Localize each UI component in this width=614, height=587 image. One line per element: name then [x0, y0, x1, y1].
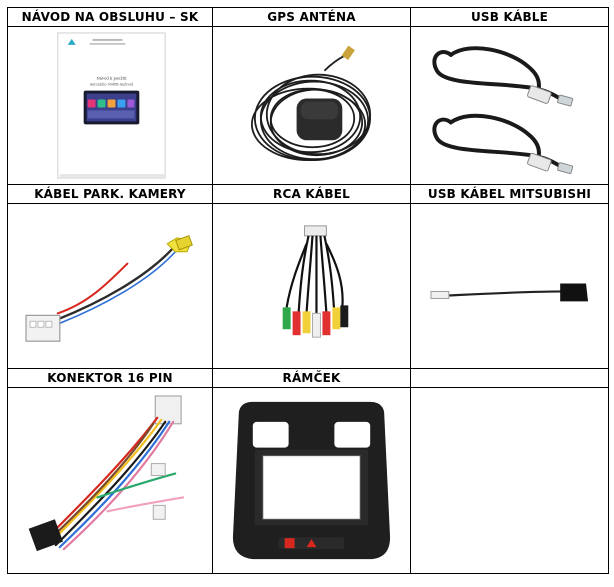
usb-cable-icon: [432, 46, 574, 175]
usb-cell: [411, 27, 609, 185]
header-usb-mitsubishi: USB KÁBEL MITSUBISHI: [411, 185, 609, 204]
camera-cable-icon: [25, 235, 193, 342]
header-gps: GPS ANTÉNA: [213, 8, 411, 27]
empty-cell: [411, 388, 609, 574]
frame-cell: [213, 388, 411, 574]
manual-subtitle: Autorádio 9048B Android: [89, 83, 134, 87]
header-manual: NÁVOD NA OBSLUHU – SK: [8, 8, 213, 27]
header-usb: USB KÁBLE: [411, 8, 609, 27]
header-empty: [411, 369, 609, 388]
usb-mitsubishi-cell: [411, 204, 609, 369]
header-rca: RCA KÁBEL: [213, 185, 411, 204]
header-park-camera: KÁBEL PARK. KAMERY: [8, 185, 213, 204]
manual-cell: Návod k použití Autorádio 9048B Android: [8, 27, 213, 185]
mitsubishi-usb-cable-icon: [430, 283, 589, 302]
wiring-harness-icon: [28, 395, 185, 552]
manual-title: Návod k použití: [96, 76, 127, 81]
header-connector: KONEKTOR 16 PIN: [8, 369, 213, 388]
accessories-table: NÁVOD NA OBSLUHU – SK GPS ANTÉNA USB KÁB…: [7, 7, 609, 574]
manual-booklet-icon: Návod k použití Autorádio 9048B Android: [57, 32, 166, 179]
gps-cell: [213, 27, 411, 185]
park-camera-cell: [8, 204, 213, 369]
dashboard-frame-icon: [232, 401, 391, 560]
connector-cell: [8, 388, 213, 574]
rca-cell: [213, 204, 411, 369]
gps-antenna-icon: [250, 45, 372, 162]
rca-cable-icon: [282, 225, 349, 338]
header-frame: RÁMČEK: [213, 369, 411, 388]
